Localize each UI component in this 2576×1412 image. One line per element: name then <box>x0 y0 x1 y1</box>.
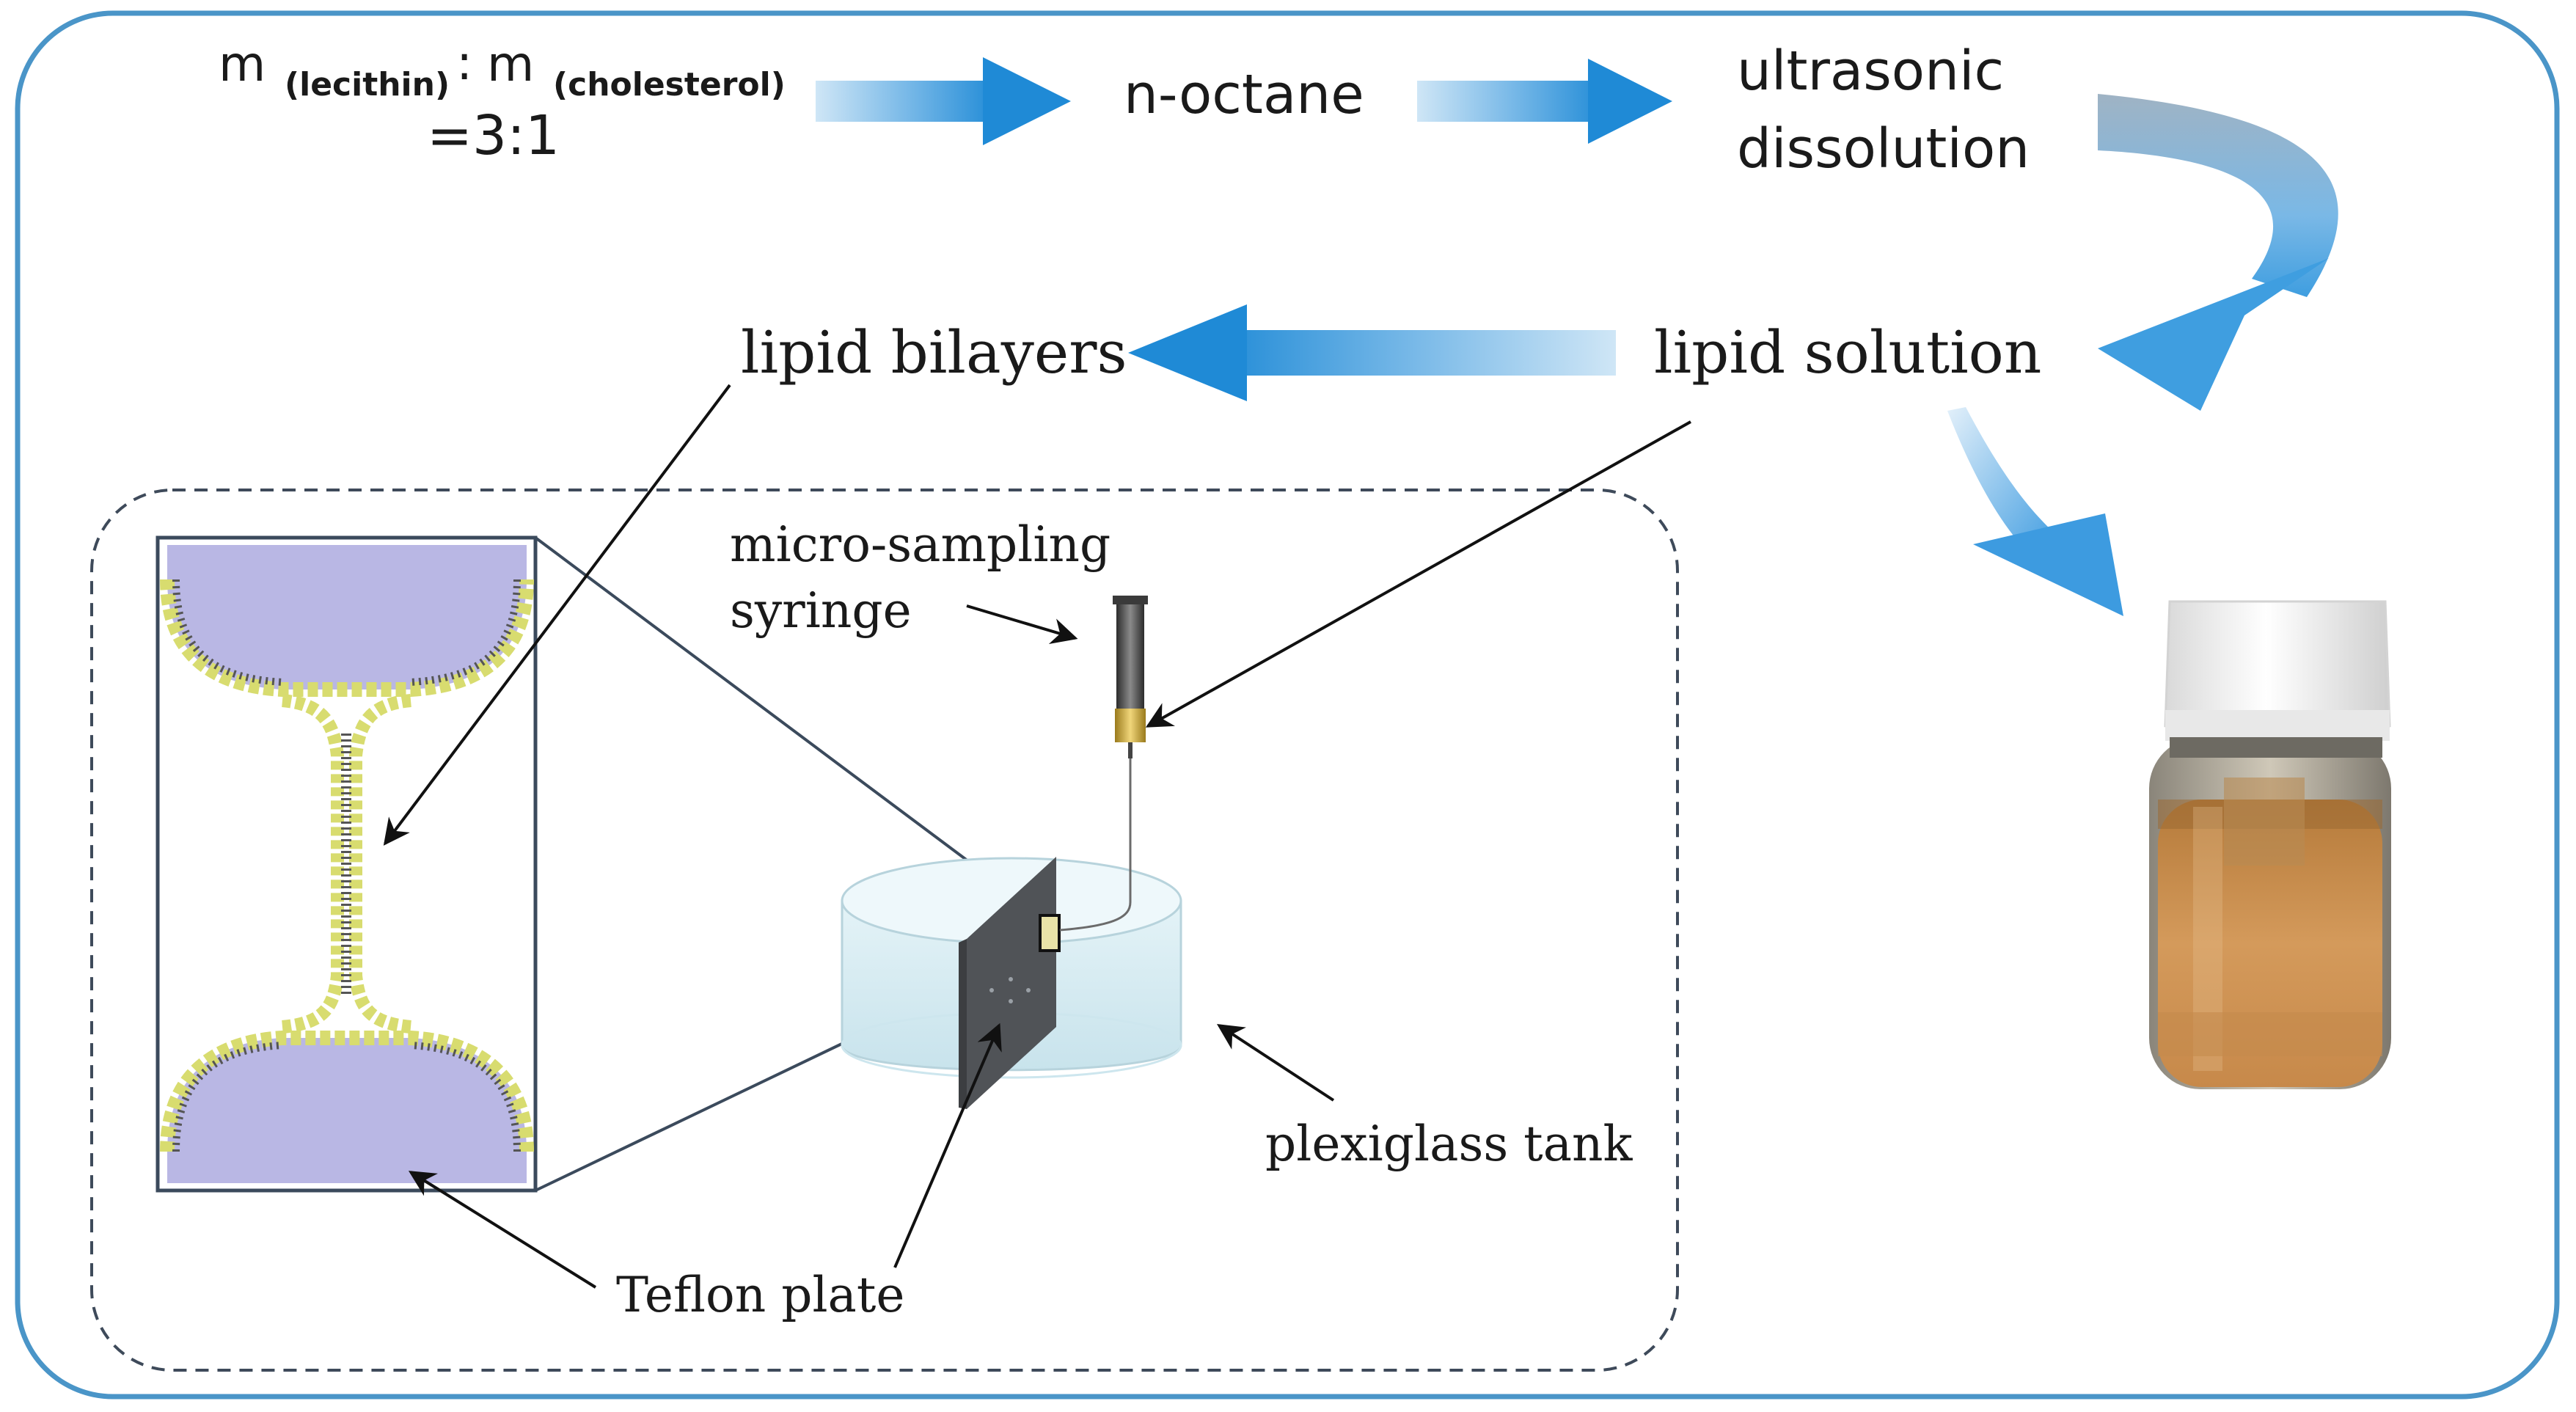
tank-label: plexiglass tank <box>1265 1116 1633 1172</box>
plate-label: Teflon plate <box>616 1267 905 1323</box>
lipid-solution-label: lipid solution <box>1654 318 2041 387</box>
micro-sampling-syringe <box>1059 596 1148 932</box>
formula-lecithin-subscript: (lecithin) <box>285 66 450 103</box>
pointer-plate-to-zoom <box>408 1171 597 1289</box>
pointer-bilayers-to-zoom <box>383 384 731 846</box>
process-label-line2: dissolution <box>1737 117 2030 180</box>
formula-cholesterol-subscript: (cholesterol) <box>553 66 786 103</box>
pointer-tank-label <box>1216 1024 1335 1102</box>
curved-flow-arrow <box>2098 94 2338 411</box>
pointer-solution-to-syringe <box>1145 420 1691 728</box>
bilayer-zoom-panel <box>155 535 538 1193</box>
flow-arrow-to-vial <box>1947 407 2123 616</box>
flow-arrow-left <box>1128 304 1616 401</box>
flow-arrow-right-1 <box>816 57 1071 145</box>
lipid-solution-vial <box>2149 600 2391 1089</box>
flow-arrow-right-2 <box>1417 59 1672 144</box>
outer-frame <box>15 10 2560 1400</box>
solvent-label: n-octane <box>1124 63 1364 126</box>
formula-colon: : <box>456 34 472 91</box>
syringe-label-line1: micro-sampling <box>730 516 1110 573</box>
formula-mass-symbol: m <box>219 36 266 92</box>
pointer-syringe-label <box>966 604 1078 645</box>
pointer-plate-to-tank <box>893 1023 1002 1268</box>
formula-ratio: =3:1 <box>427 104 560 167</box>
syringe-label-line2: syringe <box>730 582 912 639</box>
lipid-bilayers-label: lipid bilayers <box>741 318 1127 387</box>
process-label-line1: ultrasonic <box>1737 40 2004 103</box>
formula-mass-symbol-2: m <box>487 36 534 92</box>
aperture-marker <box>1039 914 1061 952</box>
zoom-connector-top <box>534 536 1039 915</box>
setup-inset-box <box>90 489 1679 1372</box>
